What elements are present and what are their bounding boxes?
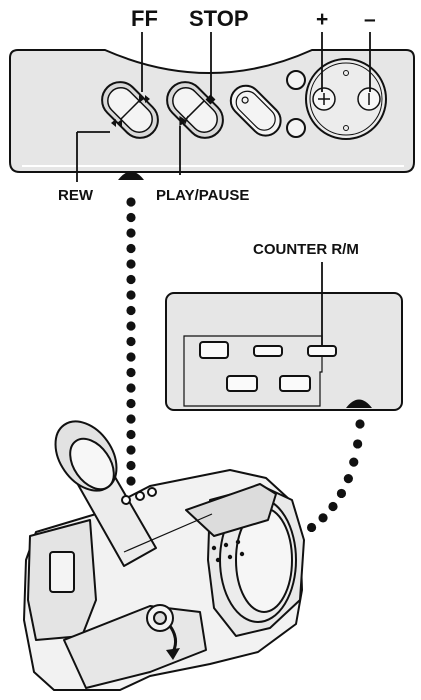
zoom-dial	[305, 58, 387, 140]
dot	[343, 474, 353, 484]
stop-icon	[205, 94, 216, 105]
panel-button-4[interactable]	[279, 375, 311, 392]
minus-button[interactable]	[357, 87, 381, 111]
dot	[126, 414, 136, 424]
dot	[306, 522, 317, 533]
dot	[126, 352, 136, 362]
dot	[126, 197, 136, 207]
dot	[349, 457, 359, 467]
rewind-icon	[111, 119, 122, 127]
counter-rm-button[interactable]	[307, 345, 337, 357]
dot	[318, 513, 328, 523]
top-control-panel	[9, 49, 415, 173]
counter-panel	[165, 292, 403, 411]
dot	[126, 228, 136, 238]
dot	[126, 290, 136, 300]
minus-label: –	[364, 8, 376, 31]
dot	[353, 439, 363, 449]
arrow-up-left	[118, 171, 144, 180]
panel-button-3[interactable]	[226, 375, 258, 392]
dot	[126, 476, 136, 486]
dot	[126, 460, 136, 471]
dot	[126, 243, 136, 254]
dot	[126, 398, 136, 409]
fast-forward-icon	[139, 95, 150, 103]
dot	[355, 419, 365, 429]
plus-label: +	[316, 8, 328, 31]
dot	[336, 488, 347, 499]
dot	[126, 305, 136, 316]
dot	[126, 259, 136, 269]
small-button-upper[interactable]	[286, 70, 306, 90]
dotted-line-left	[126, 197, 136, 486]
dot	[126, 321, 136, 331]
camcorder-illustration	[23, 420, 305, 691]
dot	[126, 445, 136, 455]
panel-button-2[interactable]	[253, 345, 283, 357]
rew-label: REW	[58, 187, 94, 204]
dot	[126, 336, 136, 347]
small-button-lower[interactable]	[286, 118, 306, 138]
plus-icon	[318, 93, 330, 105]
ff-button[interactable]	[139, 95, 150, 103]
play-pause-label: PLAY/PAUSE	[156, 187, 249, 204]
dot	[126, 212, 136, 223]
arrow-up-right	[346, 399, 372, 408]
hand-strap	[185, 483, 277, 537]
dot	[126, 383, 136, 393]
dot	[328, 501, 338, 512]
panel-button-1[interactable]	[199, 341, 229, 359]
stop-button[interactable]	[205, 94, 216, 105]
stop-label: STOP	[189, 6, 249, 31]
counter-rm-label: COUNTER R/M	[253, 241, 359, 258]
rew-button[interactable]	[111, 119, 122, 127]
module-buttons	[211, 539, 245, 563]
play-pause-icon	[179, 115, 189, 127]
dot	[126, 429, 136, 440]
dot	[126, 274, 136, 285]
rec-button[interactable]	[225, 80, 287, 142]
plus-button[interactable]	[312, 87, 336, 111]
dot	[126, 367, 136, 378]
play-pause-button[interactable]	[179, 115, 189, 127]
ff-label: FF	[131, 6, 158, 31]
top-leader-lines	[76, 32, 371, 182]
rew-ff-rocker	[101, 81, 159, 139]
record-icon	[241, 96, 249, 104]
